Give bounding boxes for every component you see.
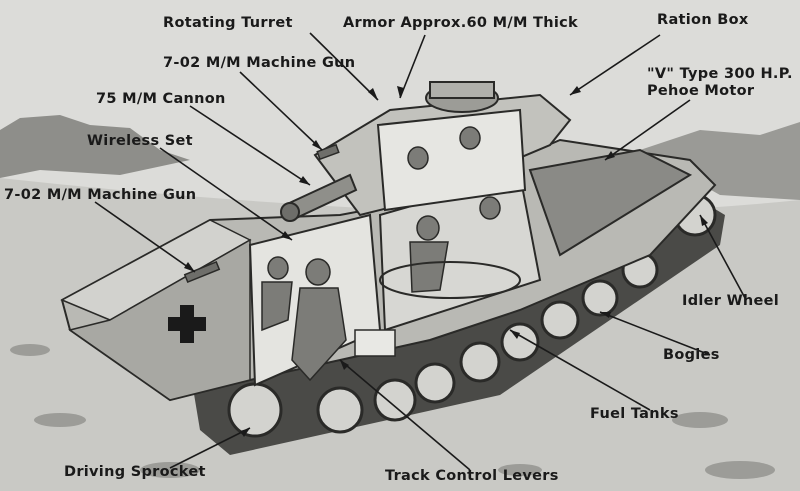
label-cannon: 75 M/M Cannon [96, 91, 226, 107]
label-armor: Armor Approx.60 M/M Thick [343, 15, 578, 31]
crew-figures [261, 126, 501, 382]
label-bogies: Bogies [663, 347, 720, 363]
label-idler-wheel: Idler Wheel [682, 293, 780, 309]
label-hull-machine-gun: 7-02 M/M Machine Gun [4, 187, 197, 203]
turret-machine-gun [316, 143, 340, 161]
label-rotating-turret: Rotating Turret [163, 15, 293, 31]
cupola-ring [429, 81, 495, 99]
leader-arrowheads [184, 86, 708, 437]
label-v-type-motor: "V" Type 300 H.P. Pehoe Motor [647, 66, 793, 99]
turret-cutaway [376, 108, 527, 212]
ration-crate [354, 329, 396, 357]
label-fuel-tanks: Fuel Tanks [590, 406, 679, 422]
right-mountains [640, 122, 800, 200]
label-track-control-levers: Track Control Levers [385, 468, 559, 484]
cross-emblem [168, 305, 206, 343]
label-wireless-set: Wireless Set [87, 133, 193, 149]
leader-lines [94, 32, 746, 471]
turret-basket-floor [379, 261, 521, 299]
left-mountains [0, 115, 190, 178]
label-turret-machine-gun: 7-02 M/M Machine Gun [163, 55, 356, 71]
engine-compartment [528, 148, 693, 257]
hull-machine-gun [183, 260, 221, 284]
hull-side-plate [68, 238, 251, 401]
label-driving-sprocket: Driving Sprocket [64, 464, 206, 480]
cannon-muzzle [280, 202, 300, 222]
label-ration-box: Ration Box [657, 12, 749, 28]
ground-rocks [10, 344, 775, 479]
